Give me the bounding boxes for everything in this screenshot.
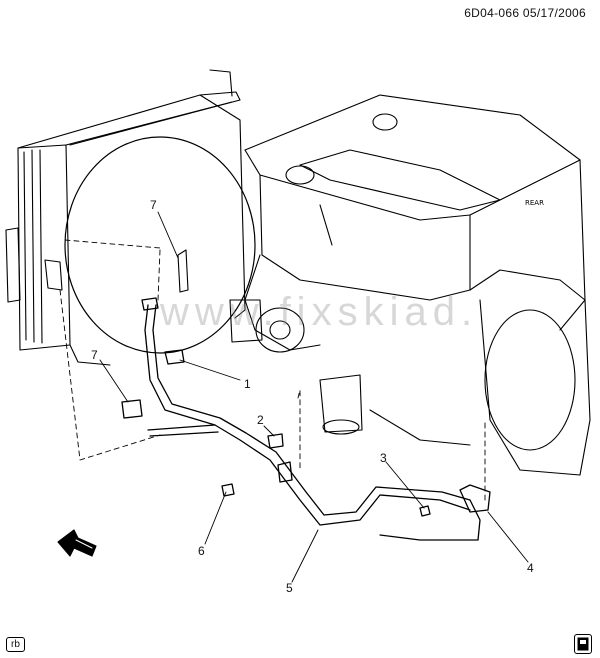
bolt-part-6	[221, 483, 235, 497]
front-arrow-icon	[57, 529, 97, 557]
callout-7-upper: 7	[150, 198, 157, 212]
fitting-part-4	[459, 484, 491, 513]
oil-filter	[319, 374, 363, 433]
callout-5: 5	[286, 581, 293, 595]
callout-2: 2	[257, 413, 264, 427]
callout-4: 4	[527, 561, 534, 575]
transmission-bellhousing	[479, 299, 591, 476]
callout-3: 3	[380, 451, 387, 465]
cooler-line-assembly	[121, 297, 491, 541]
callout-6: 6	[198, 544, 205, 558]
service-logo-icon	[574, 634, 592, 654]
watermark-text: www.fixskiad.	[160, 290, 479, 334]
reference-lines	[59, 239, 486, 501]
leader-lines	[99, 211, 529, 583]
bolt-part-3	[419, 505, 431, 517]
diagram-code: 6D04-066 05/17/2006	[464, 6, 586, 20]
bracket-part-7-lower	[121, 399, 143, 419]
corner-tag: rb	[6, 637, 25, 652]
callout-1: 1	[244, 377, 251, 391]
bracket-part-7-upper	[177, 249, 189, 293]
seal-part-2	[267, 433, 284, 449]
radiator-assembly	[5, 69, 256, 366]
clip-part-1	[164, 349, 185, 365]
brand-emblem	[372, 113, 398, 131]
engine-assembly: REAR	[229, 94, 591, 476]
callout-7-lower: 7	[91, 348, 98, 362]
svg-text:REAR: REAR	[525, 199, 544, 207]
